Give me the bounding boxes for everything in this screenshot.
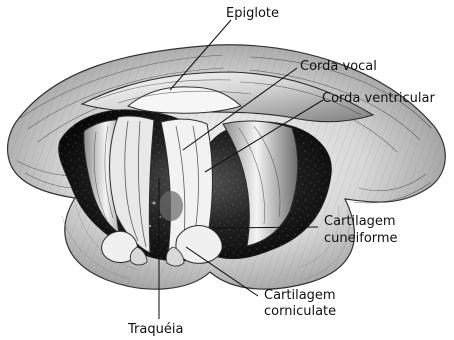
label-cartilagem-cuneiforme-line2: cuneiforme <box>324 231 398 246</box>
label-corda-vocal: Corda vocal <box>300 59 377 74</box>
label-cartilagem-cuneiforme-line1: Cartilagem <box>324 214 396 229</box>
label-corda-ventricular: Corda ventricular <box>322 91 435 106</box>
label-cartilagem-corniculate-line1: Cartilagem <box>264 288 336 303</box>
label-cartilagem-corniculate-line2: corniculate <box>264 304 336 319</box>
label-traqueia: Traquéia <box>127 322 183 337</box>
label-epiglote: Epiglote <box>226 6 279 21</box>
